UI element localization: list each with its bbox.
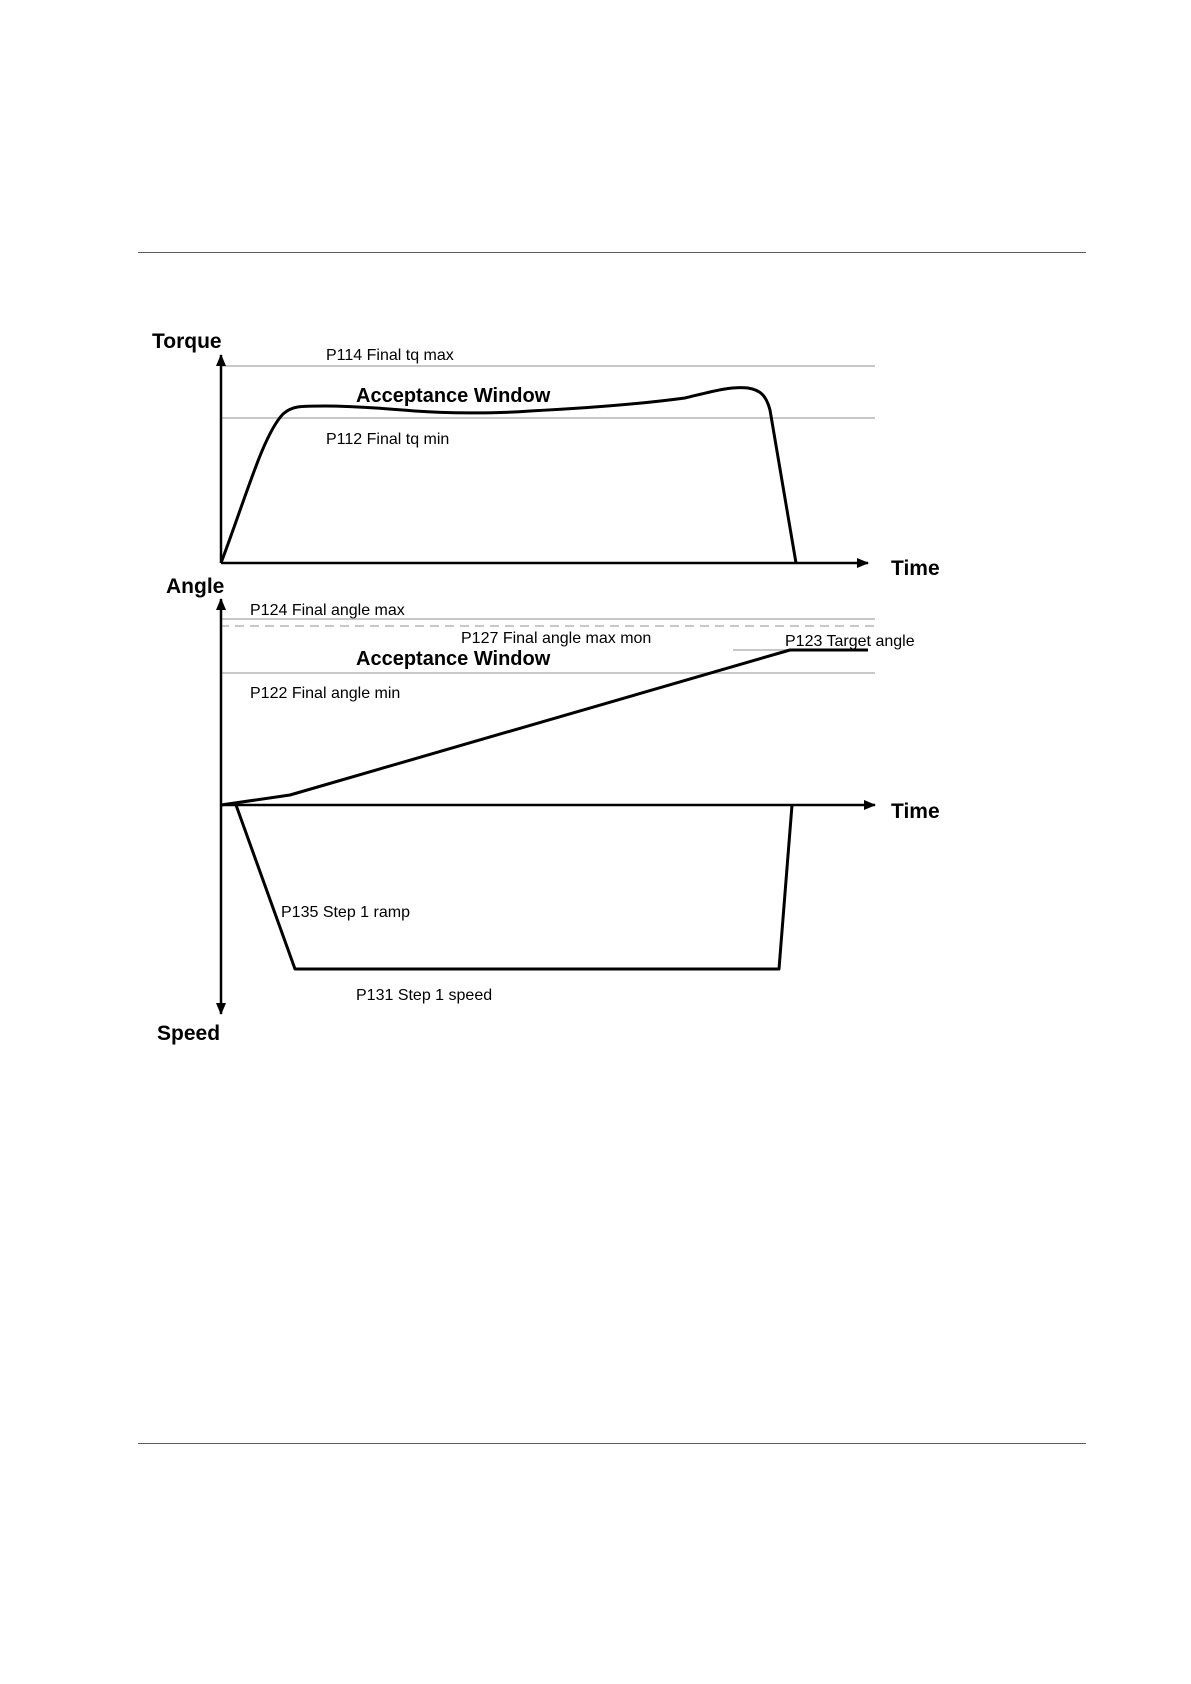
step1-speed-label: P131 Step 1 speed	[356, 987, 492, 1004]
angle-max-monitor-label: P127 Final angle max mon	[461, 630, 651, 647]
torque-time-axis-title: Time	[891, 557, 940, 580]
speed-axis-title: Speed	[157, 1022, 220, 1045]
torque-min-label: P112 Final tq min	[326, 431, 449, 448]
step1-ramp-label: P135 Step 1 ramp	[281, 904, 410, 921]
torque-panel: Torque Time P114 Final tq max Acceptance…	[152, 330, 940, 580]
speed-curve	[236, 805, 792, 969]
angle-axis-title: Angle	[166, 575, 224, 598]
angle-min-label: P122 Final angle min	[250, 685, 400, 702]
target-angle-label: P123 Target angle	[785, 633, 915, 650]
torque-curve	[221, 388, 796, 563]
angle-time-axis-title: Time	[891, 800, 940, 823]
torque-axis-title: Torque	[152, 330, 222, 353]
angle-acceptance-window-label: Acceptance Window	[356, 648, 551, 670]
angle-max-label: P124 Final angle max	[250, 602, 405, 619]
torque-acceptance-window-label: Acceptance Window	[356, 385, 551, 407]
speed-panel: Speed P135 Step 1 ramp P131 Step 1 speed	[157, 805, 792, 1045]
angle-panel: Angle Time P124 Final angle max P127 Fin…	[166, 575, 940, 823]
torque-max-label: P114 Final tq max	[326, 347, 454, 364]
